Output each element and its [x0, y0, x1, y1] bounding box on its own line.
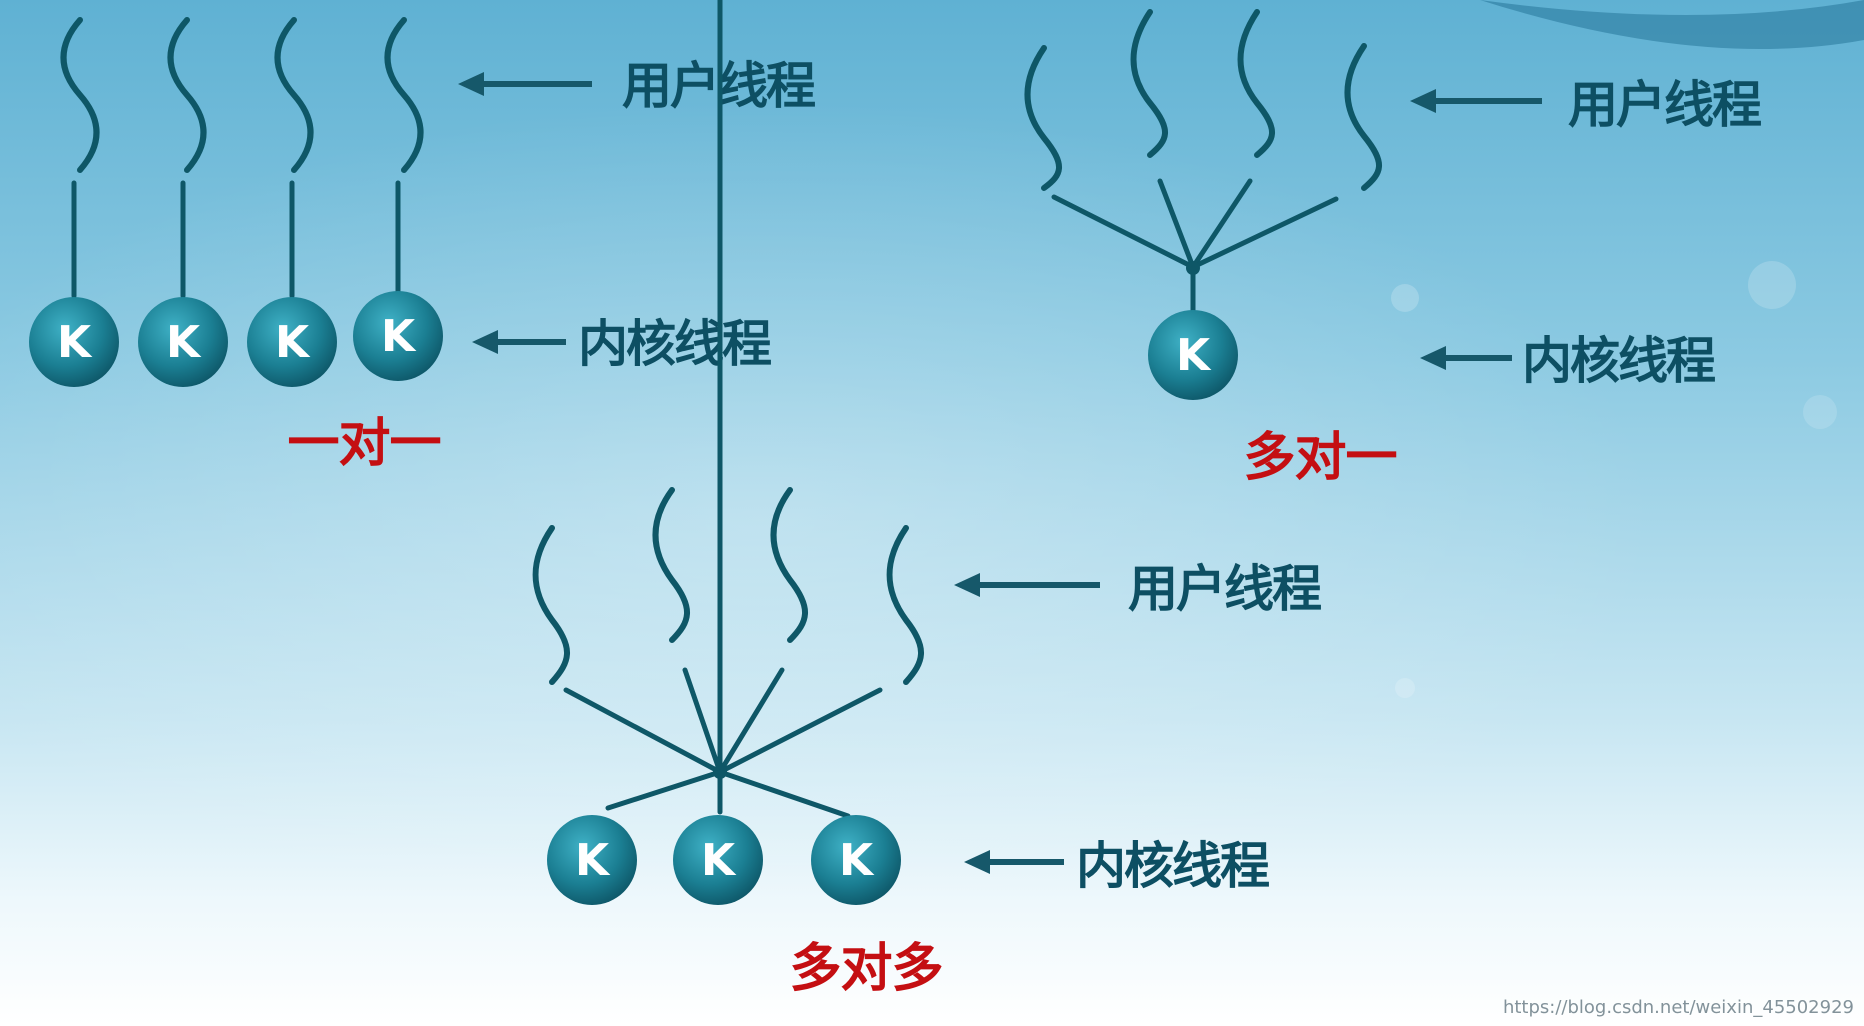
kernel-thread-arrow [964, 850, 1064, 874]
kernel-thread-symbol: K [701, 835, 737, 886]
kernel-thread-node: K [247, 297, 337, 387]
user-thread-wave [1024, 45, 1062, 191]
kernel-thread-node: K [353, 291, 443, 381]
model-many-to-one: K 用户线程 内核线程 多对一 [1024, 9, 1763, 488]
kernel-thread-label: 内核线程 [1076, 837, 1269, 895]
kernel-thread-arrow [472, 330, 566, 354]
kernel-thread-arrow [1420, 346, 1512, 370]
kernel-thread-label: 内核线程 [1522, 332, 1715, 390]
thread-connector [1190, 178, 1253, 270]
thread-connector [1157, 178, 1196, 270]
user-thread-label: 用户线程 [1568, 76, 1761, 134]
thread-connector [605, 769, 723, 811]
kernel-thread-node: K [138, 297, 228, 387]
user-thread-wave [770, 487, 808, 643]
thread-connector [563, 687, 723, 775]
model-title: 多对多 [789, 939, 942, 999]
kernel-thread-node: K [547, 815, 637, 905]
model-many-to-many: K K K 用户线程 内核线程 多对多 [532, 0, 1323, 999]
thread-connector [717, 687, 883, 775]
thread-connector [717, 667, 785, 775]
kernel-thread-symbol: K [839, 835, 875, 886]
user-thread-wave [652, 487, 690, 643]
model-title: 多对一 [1243, 428, 1396, 488]
user-thread-wave [384, 17, 424, 173]
kernel-thread-symbol: K [381, 311, 417, 362]
kernel-thread-node: K [811, 815, 901, 905]
user-thread-wave [532, 525, 570, 685]
kernel-thread-node: K [1148, 310, 1238, 400]
thread-connector [682, 667, 723, 775]
user-thread-wave [274, 17, 314, 173]
kernel-thread-node: K [29, 297, 119, 387]
kernel-thread-node: K [673, 815, 763, 905]
user-thread-wave [1130, 9, 1168, 158]
kernel-thread-symbol: K [1176, 330, 1212, 381]
thread-connector [1190, 196, 1339, 270]
user-thread-wave [167, 17, 207, 173]
model-title: 一对一 [287, 414, 440, 474]
kernel-thread-symbol: K [575, 835, 611, 886]
thread-connector [1051, 194, 1196, 270]
kernel-thread-symbol: K [57, 317, 93, 368]
user-thread-arrow [1410, 89, 1542, 113]
user-thread-wave [1344, 43, 1382, 191]
watermark: https://blog.csdn.net/weixin_45502929 [1502, 997, 1854, 1018]
user-thread-wave [1237, 9, 1275, 158]
user-thread-wave [886, 525, 924, 685]
kernel-thread-symbol: K [275, 317, 311, 368]
model-one-to-one: K K K K 用户线程 内核线程 [29, 17, 817, 474]
kernel-thread-label: 内核线程 [578, 315, 771, 373]
user-thread-wave [60, 17, 100, 173]
user-thread-arrow [458, 72, 592, 96]
kernel-thread-symbol: K [166, 317, 202, 368]
thread-connector [717, 769, 851, 819]
user-thread-arrow [954, 573, 1100, 597]
user-thread-label: 用户线程 [1128, 560, 1321, 618]
